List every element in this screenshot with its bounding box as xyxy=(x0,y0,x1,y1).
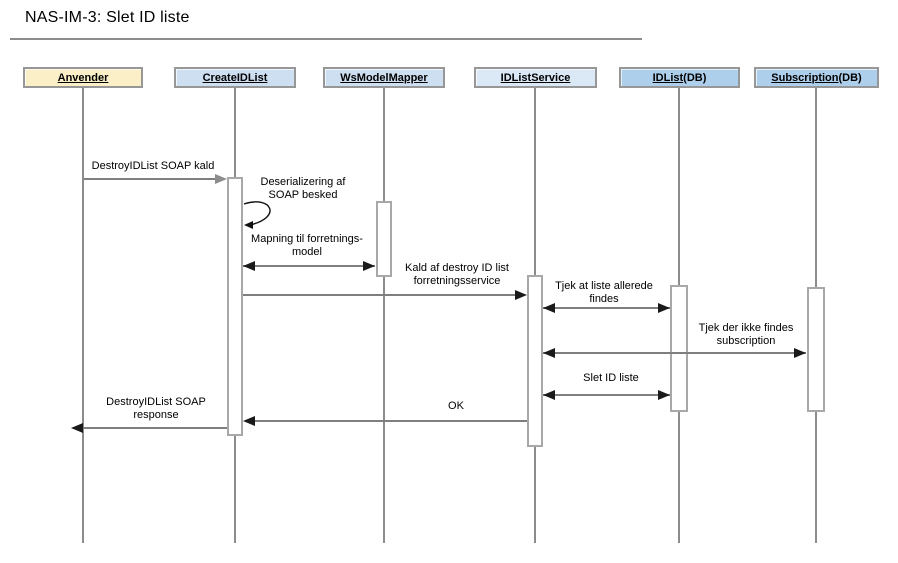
message-line xyxy=(255,420,527,422)
message-line xyxy=(243,294,515,296)
arrowhead-right-icon xyxy=(658,390,670,400)
participant-header-subscriptiondb: Subscription(DB) xyxy=(754,67,879,88)
participant-header-wsmodelmapper: WsModelMapper xyxy=(323,67,445,88)
lifeline-anvender xyxy=(82,88,84,543)
arrowhead-left-icon xyxy=(543,390,555,400)
participant-header-idlistdb: IDList(DB) xyxy=(619,67,740,88)
message-label-destroy-soap-response: DestroyIDList SOAP response xyxy=(106,396,206,422)
participant-label: Anvender xyxy=(57,71,109,84)
message-label-slet-id-liste: Slet ID liste xyxy=(583,372,639,384)
activation-idlistservice xyxy=(527,275,543,447)
arrowhead-right-icon xyxy=(515,290,527,300)
message-label-mapning: Mapning til forretnings- model xyxy=(251,233,363,259)
arrowhead-right-icon xyxy=(215,174,227,184)
participant-label: WsModelMapper xyxy=(340,71,428,84)
message-line xyxy=(543,307,670,309)
participant-label: Subscription xyxy=(771,71,839,84)
message-label-kald-destroy: Kald af destroy ID list forretningsservi… xyxy=(405,262,509,288)
message-label-tjek-subscription: Tjek der ikke findes subscription xyxy=(698,322,794,348)
activation-wsmodelmapper xyxy=(376,201,392,277)
title-underline xyxy=(10,38,642,40)
participant-header-createidlist: CreateIDList xyxy=(174,67,296,88)
lifeline-wsmodelmapper xyxy=(383,88,385,543)
message-line xyxy=(243,265,375,267)
participant-label: IDListService xyxy=(500,71,571,84)
participant-header-idlistservice: IDListService xyxy=(474,67,597,88)
participant-label-suffix: (DB) xyxy=(683,71,707,84)
arrowhead-left-icon xyxy=(243,261,255,271)
message-line xyxy=(543,394,670,396)
activation-idlistdb xyxy=(670,285,688,412)
message-line xyxy=(543,352,806,354)
participant-header-anvender: Anvender xyxy=(23,67,143,88)
arrowhead-left-icon xyxy=(71,423,83,433)
participant-label-suffix: (DB) xyxy=(838,71,862,84)
self-message-loop xyxy=(243,201,271,226)
participant-label: IDList xyxy=(652,71,684,84)
arrowhead-right-icon xyxy=(658,303,670,313)
message-line xyxy=(84,178,215,180)
message-label-destroy-soap-kald: DestroyIDList SOAP kald xyxy=(91,160,215,172)
message-label-tjek-liste: Tjek at liste allerede findes xyxy=(555,280,653,306)
arrowhead-left-icon xyxy=(243,416,255,426)
message-line xyxy=(83,427,227,429)
page-title: NAS-IM-3: Slet ID liste xyxy=(25,9,190,26)
arrowhead-right-icon xyxy=(794,348,806,358)
arrowhead-left-icon xyxy=(244,221,253,229)
arrowhead-right-icon xyxy=(363,261,375,271)
arrowhead-left-icon xyxy=(543,303,555,313)
message-label-deserializering: Deserializering af SOAP besked xyxy=(260,176,346,202)
participant-label: CreateIDList xyxy=(202,71,268,84)
activation-subscriptiondb xyxy=(807,287,825,412)
arrowhead-left-icon xyxy=(543,348,555,358)
message-label-ok: OK xyxy=(448,400,464,412)
activation-createidlist xyxy=(227,177,243,436)
